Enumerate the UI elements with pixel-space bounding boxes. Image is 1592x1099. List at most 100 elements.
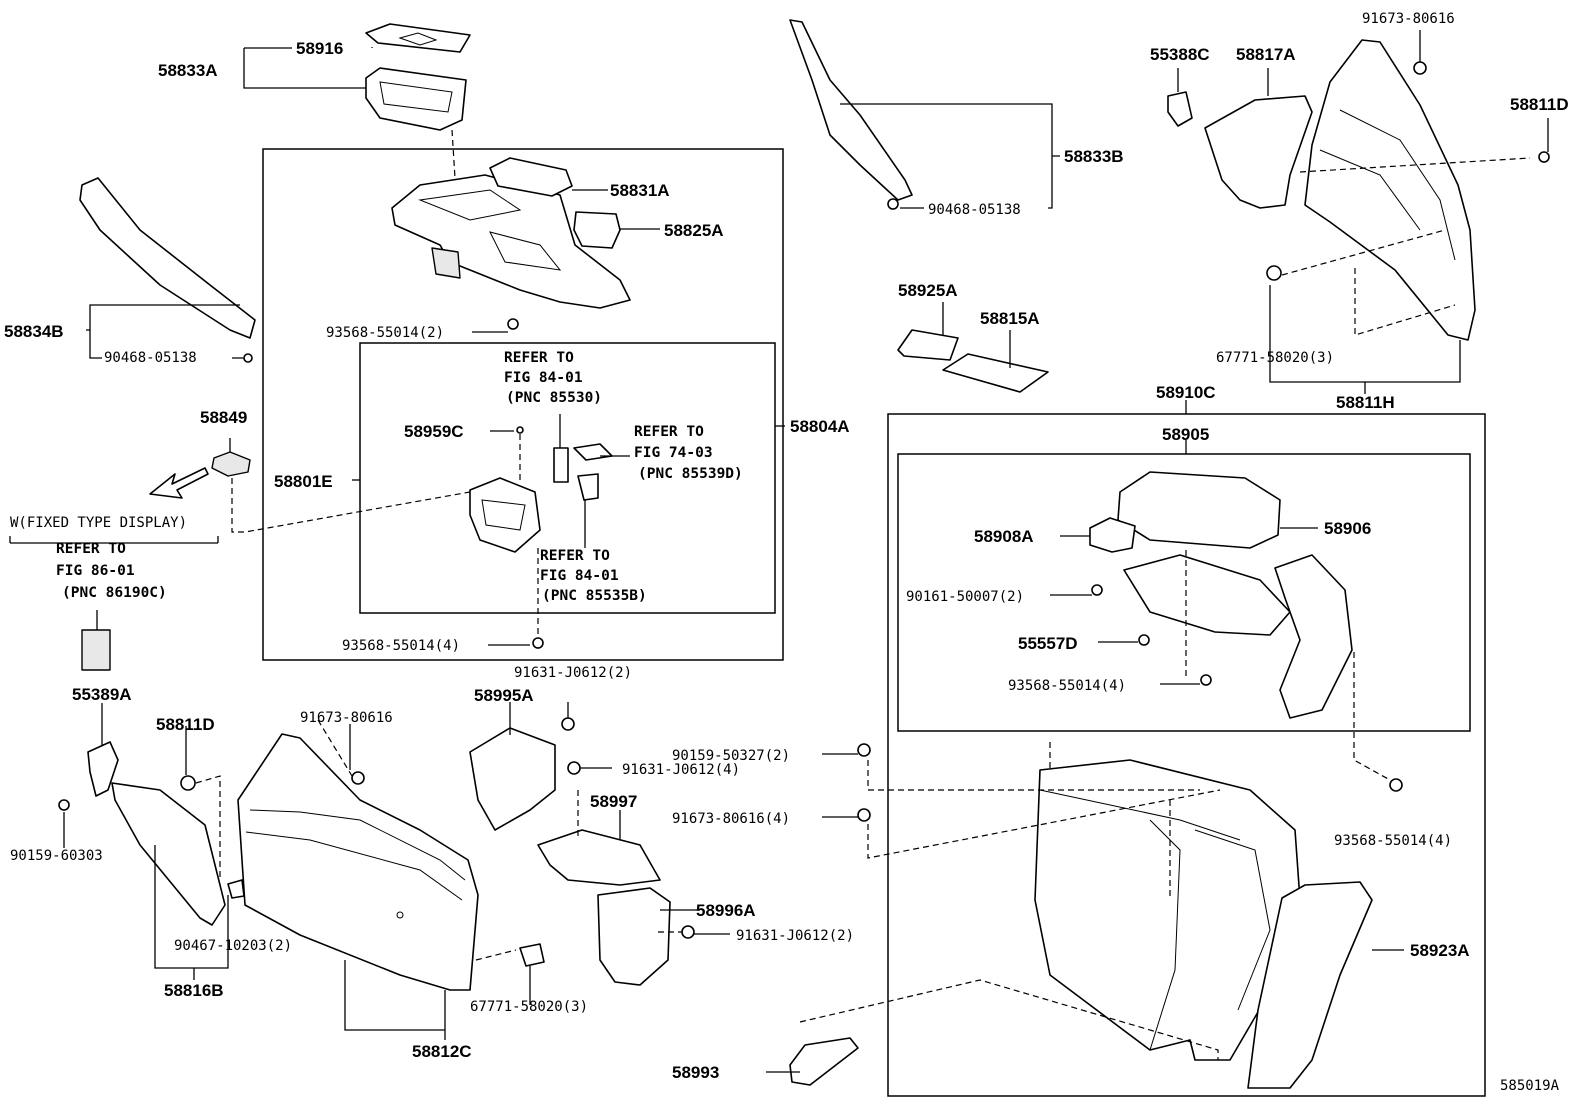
label-67771-58020-right: 67771-58020(3): [1216, 350, 1334, 366]
part-connector-85530: [553, 447, 569, 483]
part-55388C-clip: [1167, 91, 1193, 127]
label-90159-50327: 90159-50327(2): [672, 748, 790, 764]
label-91673-80616-left: 91673-80616: [300, 710, 393, 726]
svg-text:FIG 86-01: FIG 86-01: [56, 563, 135, 579]
part-58815A-mat: [942, 353, 1049, 393]
part-screw-93568-2: [507, 318, 519, 330]
label-58908A: 58908A: [974, 527, 1034, 546]
label-58804A: 58804A: [790, 417, 850, 436]
leader-lines: [9, 30, 1549, 1073]
part-screw-91673-4: [857, 808, 871, 822]
label-58993: 58993: [672, 1063, 719, 1082]
part-58849-switch: [211, 451, 251, 477]
label-93568-55014-4-mid: 93568-55014(4): [342, 638, 460, 654]
part-58925A-tray: [897, 329, 959, 361]
part-58908A-latch: [1089, 517, 1136, 553]
svg-text:REFER TO: REFER TO: [56, 541, 126, 557]
label-90467-10203: 90467-10203(2): [174, 938, 292, 954]
label-58831A: 58831A: [610, 181, 670, 200]
label-58811D-right: 58811D: [1510, 95, 1569, 114]
part-58923A-rear-panel: [1247, 881, 1373, 1089]
part-58816B-side-panel: [111, 782, 226, 926]
label-58923A: 58923A: [1410, 941, 1470, 960]
part-screw-90159-60303: [58, 799, 70, 811]
label-58815A: 58815A: [980, 309, 1040, 328]
label-58916: 58916: [296, 39, 343, 58]
direction-arrow: [149, 467, 209, 499]
label-58925A: 58925A: [898, 281, 958, 300]
part-58906-armrest-lid: [1117, 471, 1281, 549]
label-67771-58020-left: 67771-58020(3): [470, 999, 588, 1015]
label-58833A: 58833A: [158, 61, 218, 80]
part-58833A-tray: [365, 67, 467, 131]
svg-text:FIG 74-03: FIG 74-03: [634, 445, 713, 461]
part-screw-93568-4-mid: [532, 637, 544, 649]
part-58833B-strip: [789, 19, 913, 201]
label-58849: 58849: [200, 408, 247, 427]
label-58812C: 58812C: [412, 1042, 472, 1061]
svg-text:REFER TO: REFER TO: [634, 424, 704, 440]
svg-text:FIG 84-01: FIG 84-01: [540, 568, 619, 584]
refer-note-85539D: REFER TO FIG 74-03 (PNC 85539D): [634, 424, 743, 482]
label-93568-55014-4-right: 93568-55014(4): [1334, 833, 1452, 849]
part-85539D-pad: [573, 443, 613, 461]
part-screw-90161: [1091, 584, 1103, 596]
label-55389A: 55389A: [72, 685, 132, 704]
label-91631-J0612-2-bot: 91631-J0612(2): [736, 928, 854, 944]
label-91673-80616-4: 91673-80616(4): [672, 811, 790, 827]
part-58801E-switch-assembly: [469, 477, 541, 553]
label-58959C: 58959C: [404, 422, 464, 441]
part-clip-90467: [227, 879, 245, 899]
label-58910C: 58910C: [1156, 383, 1216, 402]
part-58834B-strip: [79, 177, 256, 339]
part-screw-93568-right: [1389, 778, 1403, 792]
label-93568-55014-4-inner: 93568-55014(4): [1008, 678, 1126, 694]
part-58993-clip: [789, 1037, 859, 1086]
label-55557D: 55557D: [1018, 634, 1078, 653]
label-58995A: 58995A: [474, 686, 534, 705]
label-93568-55014-2: 93568-55014(2): [326, 325, 444, 341]
part-58910C-console-box: [1034, 759, 1301, 1061]
label-58825A: 58825A: [664, 221, 724, 240]
svg-text:(PNC 86190C): (PNC 86190C): [62, 585, 167, 601]
part-55389A-bracket: [87, 741, 119, 797]
group-box-58801E: [359, 342, 776, 614]
label-90468-05138-right: 90468-05138: [928, 202, 1021, 218]
part-58817A-box: [1204, 95, 1313, 209]
part-clip-67771-right: [1266, 265, 1282, 281]
part-clip-90468-right: [887, 198, 899, 210]
label-58801E: 58801E: [274, 472, 333, 491]
part-clip-left: [243, 353, 253, 363]
label-91631-J0612-2-top: 91631-J0612(2): [514, 665, 632, 681]
label-90468-05138-left: 90468-05138: [104, 350, 197, 366]
label-90159-60303: 90159-60303: [10, 848, 103, 864]
part-58905-frame: [1123, 554, 1353, 719]
label-58834B: 58834B: [4, 322, 64, 341]
label-55388C: 55388C: [1150, 45, 1210, 64]
label-58816B: 58816B: [164, 981, 224, 1000]
part-screw-90159-50327: [857, 743, 871, 757]
svg-text:REFER TO: REFER TO: [504, 350, 574, 366]
part-screw-91631-bot: [681, 925, 695, 939]
label-58811D-left: 58811D: [156, 715, 215, 734]
part-58811H-side-panel: [1304, 39, 1476, 341]
label-58997: 58997: [590, 792, 637, 811]
group-box-58804A: [262, 148, 784, 661]
label-91631-J0612-4: 91631-J0612(4): [622, 762, 740, 778]
part-screw-91673-right: [1413, 61, 1427, 75]
part-58997-bracket: [537, 829, 661, 886]
part-screw-91631-4: [567, 761, 581, 775]
part-86190C-connector: [81, 629, 111, 671]
label-58905: 58905: [1162, 425, 1209, 444]
label-58833B: 58833B: [1064, 147, 1124, 166]
dashed-assembly-lines: [195, 129, 1531, 1060]
part-85535B: [577, 473, 599, 501]
refer-note-85530: REFER TO FIG 84-01 (PNC 85530): [504, 350, 602, 406]
part-screw-91673-left: [351, 771, 365, 785]
part-58811D-left-clip: [180, 775, 196, 791]
part-58995A-bracket: [469, 727, 556, 831]
svg-text:REFER TO: REFER TO: [540, 548, 610, 564]
figure-id: 585019A: [1500, 1078, 1560, 1094]
svg-text:(PNC 85530): (PNC 85530): [506, 390, 602, 406]
